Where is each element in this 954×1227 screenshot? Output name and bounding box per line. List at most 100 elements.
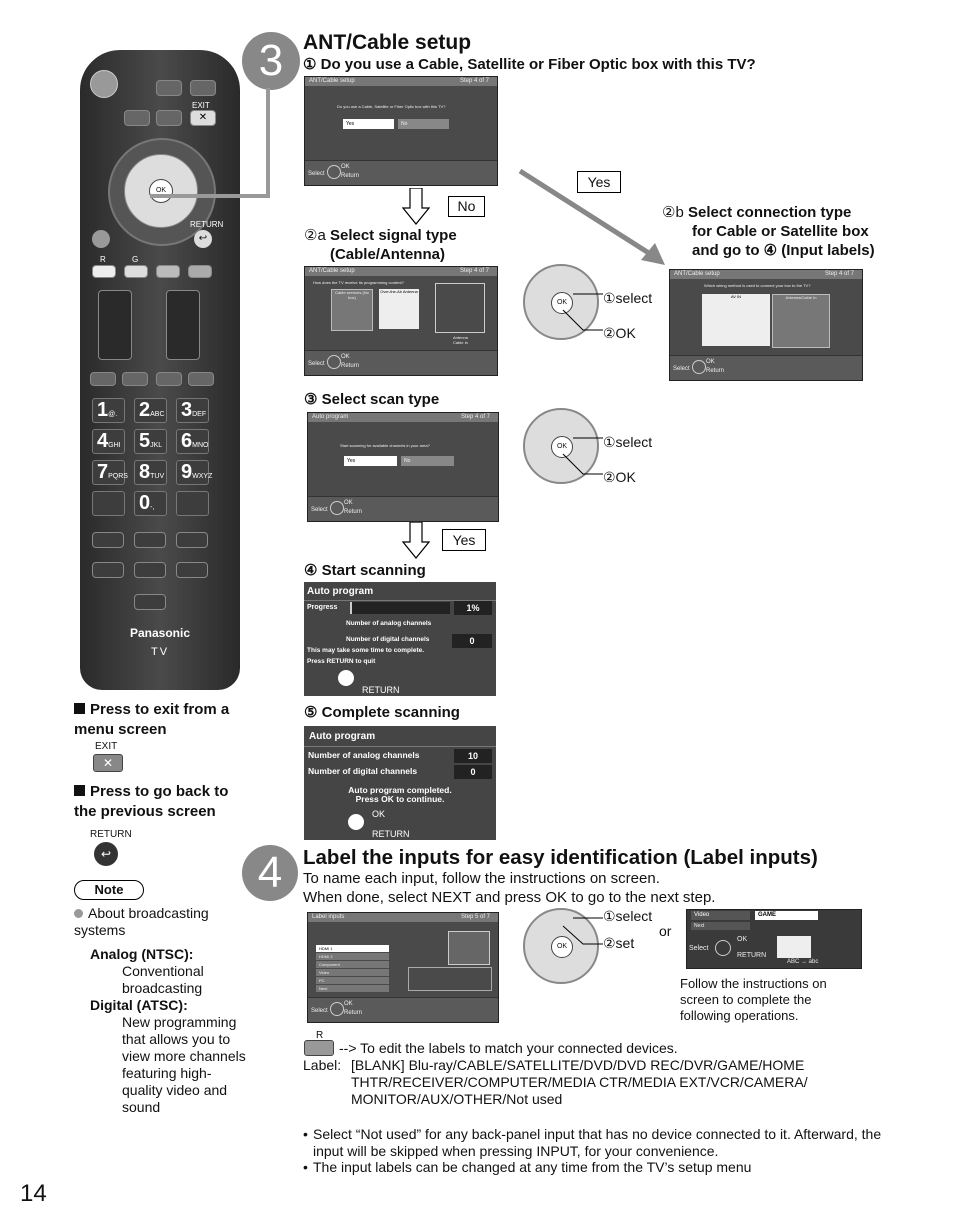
screen-step: Step 4 of 7 xyxy=(460,414,490,420)
number-key-9[interactable]: 9WXYZ xyxy=(176,460,212,485)
remote-control: EXIT ✕ OK RETURN ↩ R G 1@. 2ABC 3DEF 4GH… xyxy=(80,50,240,690)
callout-lines xyxy=(562,917,603,945)
number-key-2[interactable]: 2ABC xyxy=(134,398,167,423)
remote-button[interactable] xyxy=(176,491,209,516)
number-key-7[interactable]: 7PQRS xyxy=(92,460,128,485)
remote-button[interactable] xyxy=(134,562,166,578)
option-antenna-cable[interactable]: Antenna/Cable In xyxy=(772,294,830,348)
input-item[interactable]: Video xyxy=(316,969,389,976)
remote-button[interactable] xyxy=(92,562,124,578)
remote-button[interactable] xyxy=(188,372,214,386)
screen-title: Auto program xyxy=(312,414,349,420)
red-button[interactable] xyxy=(92,265,116,278)
remote-dpad[interactable]: OK xyxy=(124,154,198,228)
question-2a-text: Select signal type (Cable/Antenna) xyxy=(329,227,457,263)
remote-button[interactable] xyxy=(92,532,124,548)
exit-button[interactable]: ✕ xyxy=(190,110,216,126)
channel-rocker[interactable] xyxy=(98,290,132,360)
dpad-ok-label: ②OK xyxy=(603,325,636,341)
step-3-badge: 3 xyxy=(242,32,300,90)
next-button[interactable]: Next xyxy=(691,922,750,930)
tv-diagram xyxy=(435,283,485,333)
remote-top-button[interactable] xyxy=(190,80,216,96)
callout-lines xyxy=(562,293,603,331)
return-button[interactable]: ↩ xyxy=(194,230,212,248)
footer-select: Select xyxy=(308,361,325,367)
question-2b-line1: Select connection type xyxy=(687,204,852,221)
number-key-1[interactable]: 1@. xyxy=(92,398,125,423)
keyboard-grid xyxy=(777,936,811,958)
digital-value: 0 xyxy=(454,765,492,779)
input-item[interactable]: Component xyxy=(316,961,389,968)
number-key-3[interactable]: 3DEF xyxy=(176,398,209,423)
footer-ok: OK xyxy=(344,500,353,506)
option-cable[interactable]: Cable services (No box) xyxy=(331,289,373,331)
yes-label: Yes xyxy=(577,171,621,193)
screen-step: Step 4 of 7 xyxy=(459,78,489,84)
dpad-icon xyxy=(338,670,354,686)
option-av-in[interactable]: AV IN xyxy=(702,294,770,346)
ok-icon: OK xyxy=(551,436,573,458)
power-button[interactable] xyxy=(90,70,118,98)
input-item[interactable]: HDMI 1 xyxy=(316,945,389,952)
digital-label: Number of digital channels xyxy=(346,636,430,643)
number-key-5[interactable]: 5JKL xyxy=(134,429,167,454)
blue-button[interactable] xyxy=(188,265,212,278)
option-yes[interactable]: Yes xyxy=(344,456,397,466)
footer-icon xyxy=(715,940,731,956)
number-key-0[interactable]: 0-, xyxy=(134,491,167,516)
return-key-label: RETURN xyxy=(90,829,132,840)
remote-button[interactable] xyxy=(176,562,208,578)
number-key-6[interactable]: 6MNO xyxy=(176,429,209,454)
number-key-8[interactable]: 8TUV xyxy=(134,460,167,485)
yellow-button[interactable] xyxy=(156,265,180,278)
remote-button[interactable] xyxy=(134,594,166,610)
step-4-title: Label the inputs for easy identification… xyxy=(303,846,818,869)
screen-keyboard: Video GAME Next Select OK RETURN ABC → a… xyxy=(686,909,862,969)
remote-button[interactable] xyxy=(176,532,208,548)
game-field[interactable]: GAME xyxy=(755,911,818,920)
digital-value: 0 xyxy=(452,634,492,648)
remote-button[interactable] xyxy=(90,372,116,386)
bullet-1-text: Select “Not used” for any back-panel inp… xyxy=(313,1126,882,1159)
step-3-title: ANT/Cable setup xyxy=(303,31,472,54)
remote-small-round-button[interactable] xyxy=(92,230,110,248)
footer-ok: OK xyxy=(344,1001,353,1007)
progress-value: 1% xyxy=(454,601,492,615)
remote-button[interactable] xyxy=(156,372,182,386)
option-yes[interactable]: Yes xyxy=(343,119,394,129)
dpad-select-label: ①select xyxy=(603,434,653,450)
green-button[interactable] xyxy=(124,265,148,278)
remote-button[interactable] xyxy=(124,110,150,126)
option-no[interactable]: No xyxy=(398,119,449,129)
option-no[interactable]: No xyxy=(401,456,454,466)
antenna-label: Antenna Cable In xyxy=(453,335,468,345)
footer-return: Return xyxy=(344,1010,363,1016)
input-item[interactable]: PC xyxy=(316,977,389,984)
remote-button[interactable] xyxy=(122,372,148,386)
input-item[interactable]: HDMI 2 xyxy=(316,953,389,960)
option-antenna[interactable]: Over-the-Air Antenna xyxy=(379,289,419,329)
analog-term: Analog (NTSC): xyxy=(90,946,194,962)
down-arrow-icon xyxy=(402,522,430,559)
bullet-2: •The input labels can be changed at any … xyxy=(303,1159,752,1175)
remote-button[interactable] xyxy=(156,110,182,126)
remote-button[interactable] xyxy=(92,491,125,516)
number-key-4[interactable]: 4GHI xyxy=(92,429,125,454)
remote-top-button[interactable] xyxy=(156,80,182,96)
model-label: TV xyxy=(150,646,170,658)
input-item[interactable]: Next xyxy=(316,985,389,992)
dpad-select-label: ①select xyxy=(603,290,653,306)
footer-icon xyxy=(330,1002,344,1016)
exit-heading: Press to exit from a menu screen xyxy=(74,701,230,738)
remote-button[interactable] xyxy=(134,532,166,548)
r-key-icon xyxy=(304,1040,334,1056)
dpad-ok-label: ②OK xyxy=(603,469,636,485)
no-label: No xyxy=(448,196,485,217)
volume-rocker[interactable] xyxy=(166,290,200,360)
footer-return: Return xyxy=(341,173,360,179)
ok-button[interactable]: OK xyxy=(149,179,173,203)
screen-title: ANT/Cable setup xyxy=(309,78,355,84)
